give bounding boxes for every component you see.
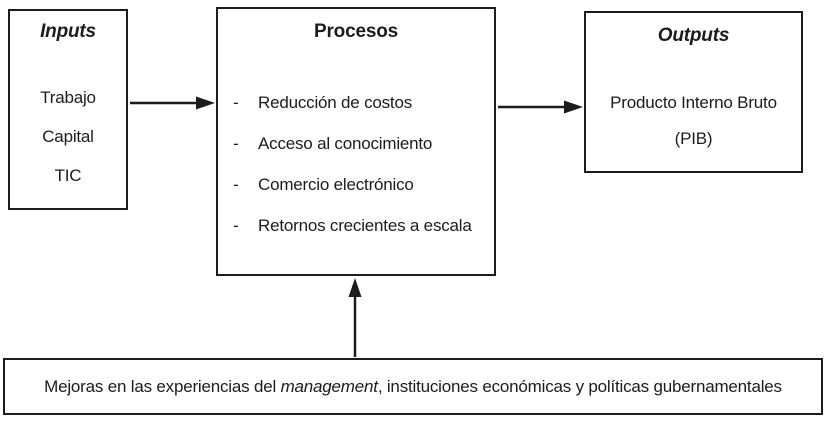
procesos-item-acceso: - Acceso al conocimiento (218, 133, 494, 155)
arrowhead-right-icon (564, 100, 583, 114)
bottom-text-italic-management: management (280, 376, 378, 396)
procesos-item-retornos: - Retornos crecientes a escala (218, 215, 494, 237)
inputs-box-title: Inputs (40, 21, 96, 42)
arrow-procesos-to-outputs (498, 100, 583, 114)
procesos-item-list: - Reducción de costos - Acceso al conoci… (218, 92, 494, 237)
inputs-item-capital: Capital (42, 127, 94, 146)
inputs-item-tic: TIC (54, 166, 82, 185)
arrowhead-right-icon (196, 96, 215, 110)
bullet-dash: - (233, 93, 239, 112)
bullet-dash: - (233, 134, 239, 153)
bottom-text-after: , instituciones económicas y políticas g… (377, 376, 782, 396)
bottom-factors-text: Mejoras en las experiencias del manageme… (44, 376, 782, 398)
procesos-box: Procesos - Reducción de costos - Acceso … (216, 7, 496, 276)
inputs-item-list: Trabajo Capital TIC (40, 87, 96, 187)
bottom-factors-box: Mejoras en las experiencias del manageme… (3, 358, 823, 415)
procesos-item-comercio: - Comercio electrónico (218, 174, 494, 196)
arrow-bottom-to-procesos (348, 278, 362, 357)
procesos-item-label: Comercio electrónico (258, 175, 414, 194)
outputs-line-pib-abbrev: (PIB) (674, 129, 713, 148)
bullet-dash: - (233, 175, 239, 194)
procesos-item-reduccion: - Reducción de costos (218, 92, 494, 114)
outputs-box-title: Outputs (657, 25, 730, 46)
inputs-item-trabajo: Trabajo (40, 88, 96, 107)
procesos-item-label: Retornos crecientes a escala (258, 216, 472, 235)
outputs-line-pib-full: Producto Interno Bruto (610, 93, 777, 112)
bottom-text-before: Mejoras en las experiencias del (44, 376, 281, 396)
outputs-box: Outputs Producto Interno Bruto (PIB) (584, 11, 803, 173)
procesos-item-label: Acceso al conocimiento (258, 134, 433, 153)
bullet-dash: - (233, 216, 239, 235)
procesos-item-label: Reducción de costos (258, 93, 413, 112)
inputs-box: Inputs Trabajo Capital TIC (8, 9, 128, 210)
arrowhead-up-icon (348, 278, 362, 297)
procesos-box-title: Procesos (314, 21, 398, 42)
arrow-inputs-to-procesos (130, 96, 215, 110)
